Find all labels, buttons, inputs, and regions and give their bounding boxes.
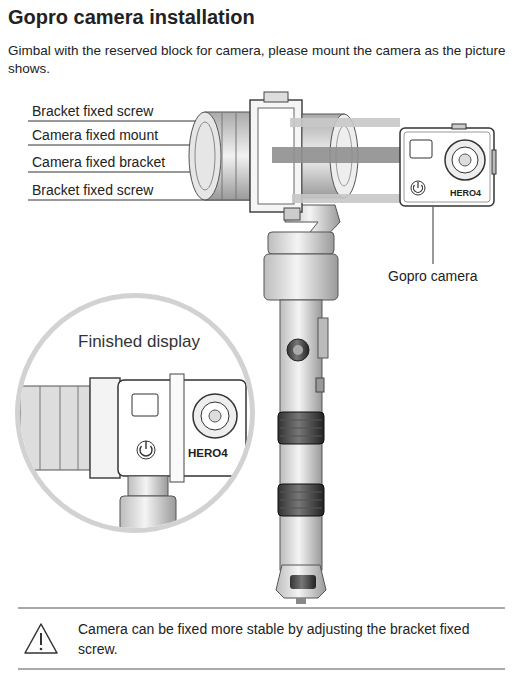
display-circle: Finished display	[15, 293, 255, 533]
title: Gopro camera installation	[8, 6, 255, 29]
camera-model: HERO4	[188, 447, 228, 459]
intro-text: Gimbal with the reserved block for camer…	[8, 42, 513, 78]
part-label: Camera fixed bracket	[32, 154, 165, 170]
part-label: Bracket fixed screw	[32, 182, 153, 198]
camera-model: HERO4	[450, 188, 481, 198]
part-label: Gopro camera	[388, 268, 477, 284]
part-label: Bracket fixed screw	[32, 103, 153, 119]
display-heading: Finished display	[78, 332, 200, 352]
note-text: Camera can be fixed more stable by adjus…	[78, 619, 488, 659]
part-label: Camera fixed mount	[32, 127, 158, 143]
